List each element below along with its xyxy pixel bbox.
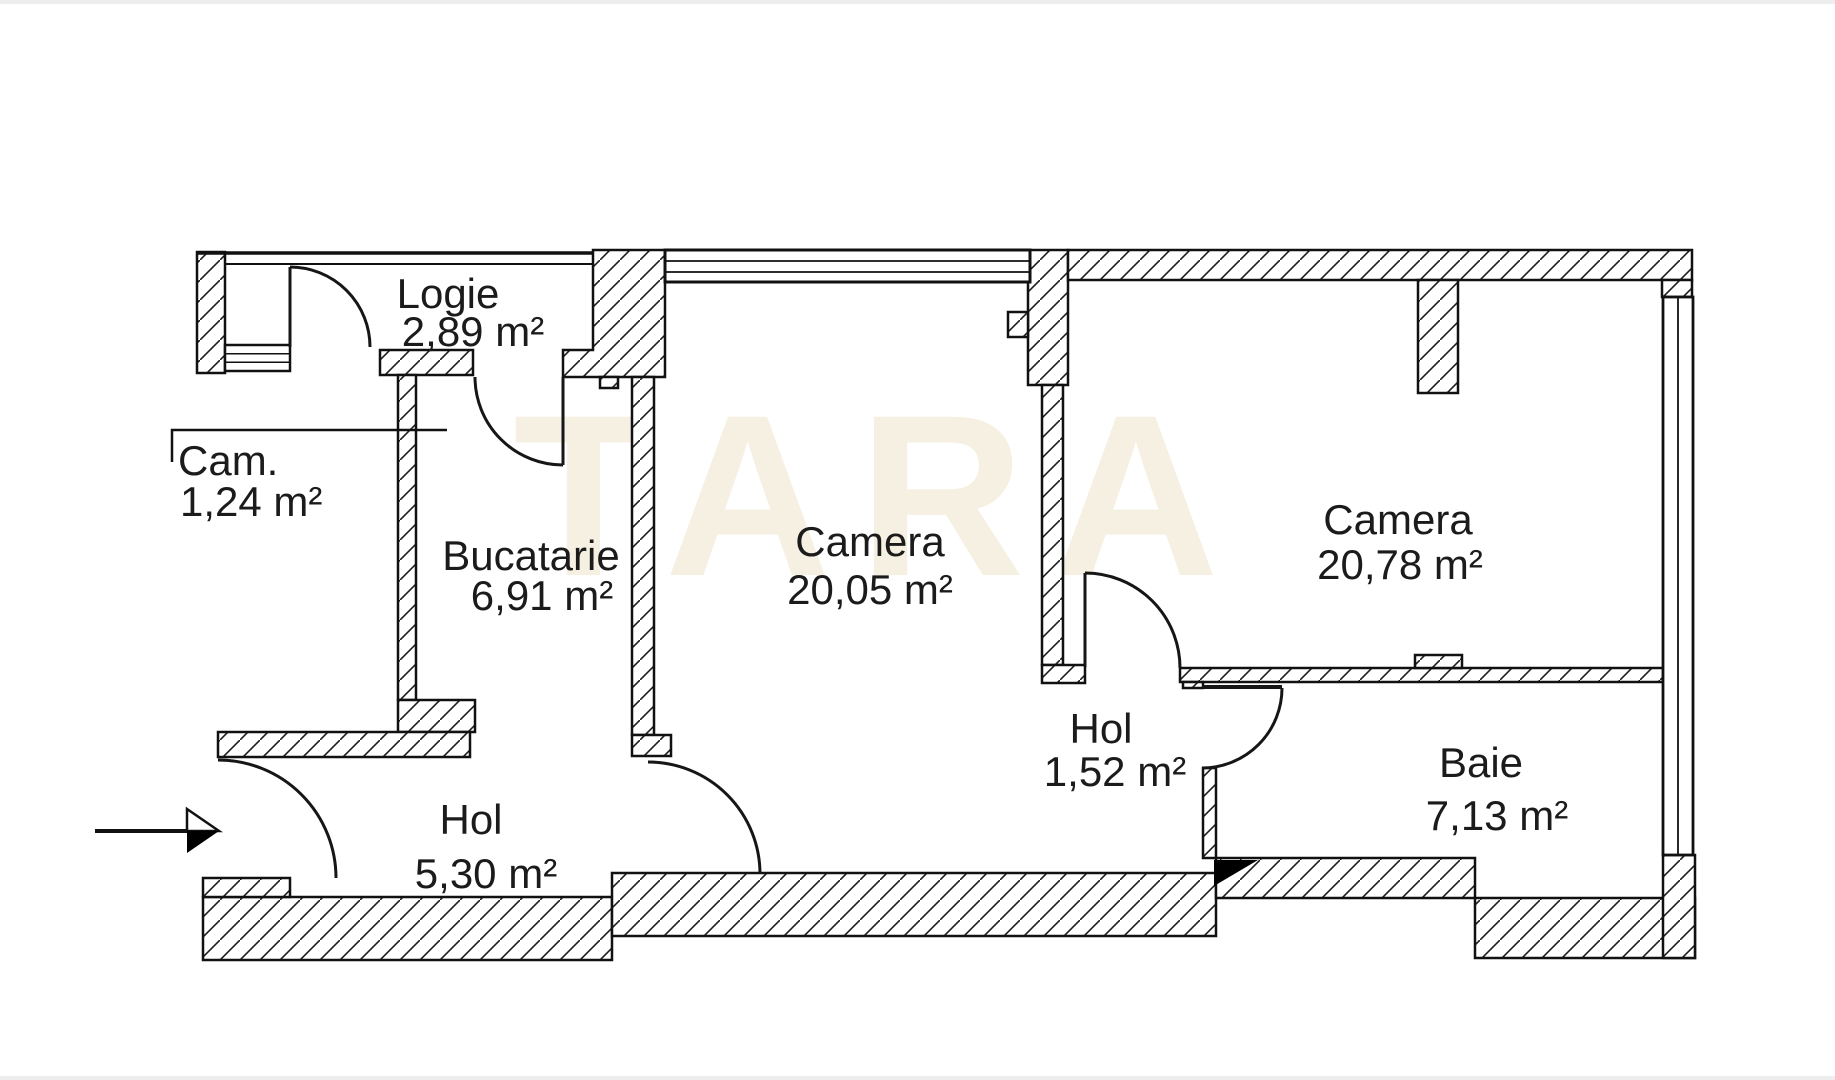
windows <box>197 248 1695 857</box>
wall-baie-north <box>1178 666 1665 684</box>
doors <box>217 265 1284 879</box>
wall-camera2-north-corner <box>1660 278 1694 299</box>
wall-hol-mic-east <box>1201 766 1218 860</box>
area-label-camera1: 20,05 m² <box>787 566 953 613</box>
room-label-logie: Logie <box>397 270 500 317</box>
wall-divider-tab <box>1006 310 1030 339</box>
top-edge-band <box>0 0 1835 4</box>
area-label-hol-mic: 1,52 m² <box>1044 748 1186 795</box>
wall-divider-narrow <box>1040 383 1065 667</box>
camara-leader-line <box>170 428 447 462</box>
door-arc-hol-mic <box>1084 571 1182 669</box>
bottom-edge-band <box>0 1076 1835 1080</box>
area-label-baie: 7,13 m² <box>1426 792 1568 839</box>
wall-divider-foot <box>1040 663 1087 685</box>
wall-bucatarie-west-foot <box>396 698 477 734</box>
area-label-camara: 1,24 m² <box>180 478 322 525</box>
door-arc-entry <box>217 758 338 879</box>
wall-pier-logie-east <box>561 248 667 379</box>
wall-hol-north <box>216 730 472 759</box>
wall-bottom-middle <box>610 871 1218 938</box>
wall-logie-west-block <box>195 250 227 375</box>
room-label-camara: Cam. <box>178 437 278 484</box>
room-label-camera2: Camera <box>1323 496 1473 543</box>
window-camera1-north <box>663 248 1032 284</box>
room-label-bucatarie: Bucatarie <box>442 532 619 579</box>
room-label-baie: Baie <box>1439 739 1523 786</box>
entry-arrow <box>95 806 224 853</box>
wall-pier-step <box>598 375 620 390</box>
wall-divider-block <box>1026 248 1070 387</box>
window-logie-west <box>223 343 292 373</box>
wall-bucatarie-west <box>396 373 418 702</box>
area-label-camera2: 20,78 m² <box>1317 541 1483 588</box>
room-labels: Logie 2,89 m² Cam. 1,24 m² Bucatarie 6,9… <box>178 270 1568 897</box>
wall-wedge-marker <box>1214 860 1258 886</box>
door-arc-logie <box>289 265 372 348</box>
room-label-hol-mare: Hol <box>439 796 502 843</box>
door-arc-camera1 <box>647 760 762 875</box>
wall-camera2-north <box>1066 248 1694 282</box>
wall-bottom-right <box>1473 896 1697 960</box>
wall-baie-north-notch <box>1413 653 1464 670</box>
wall-logie-south <box>378 348 475 377</box>
wall-camera1-west <box>630 375 656 737</box>
door-arc-bucatarie <box>473 376 564 467</box>
wall-camera2-stub <box>1416 278 1460 395</box>
wall-bottom-baie <box>1214 856 1477 900</box>
area-label-hol-mare: 5,30 m² <box>415 850 557 897</box>
wall-camera1-west-foot <box>630 733 673 758</box>
area-label-logie: 2,89 m² <box>402 308 544 355</box>
wall-bottom-left-hinge-block <box>201 876 292 899</box>
wall-baie-north-step <box>1181 680 1205 690</box>
entry-arrow-head-outline <box>185 806 224 833</box>
wall-bottom-left <box>201 895 614 962</box>
entry-arrow-head-filled <box>187 831 219 853</box>
room-label-camera1: Camera <box>795 518 945 565</box>
wall-bottom-right-corner <box>1661 853 1697 960</box>
room-label-hol-mic: Hol <box>1069 705 1132 752</box>
door-arc-baie <box>1201 687 1284 770</box>
area-label-bucatarie: 6,91 m² <box>471 572 613 619</box>
